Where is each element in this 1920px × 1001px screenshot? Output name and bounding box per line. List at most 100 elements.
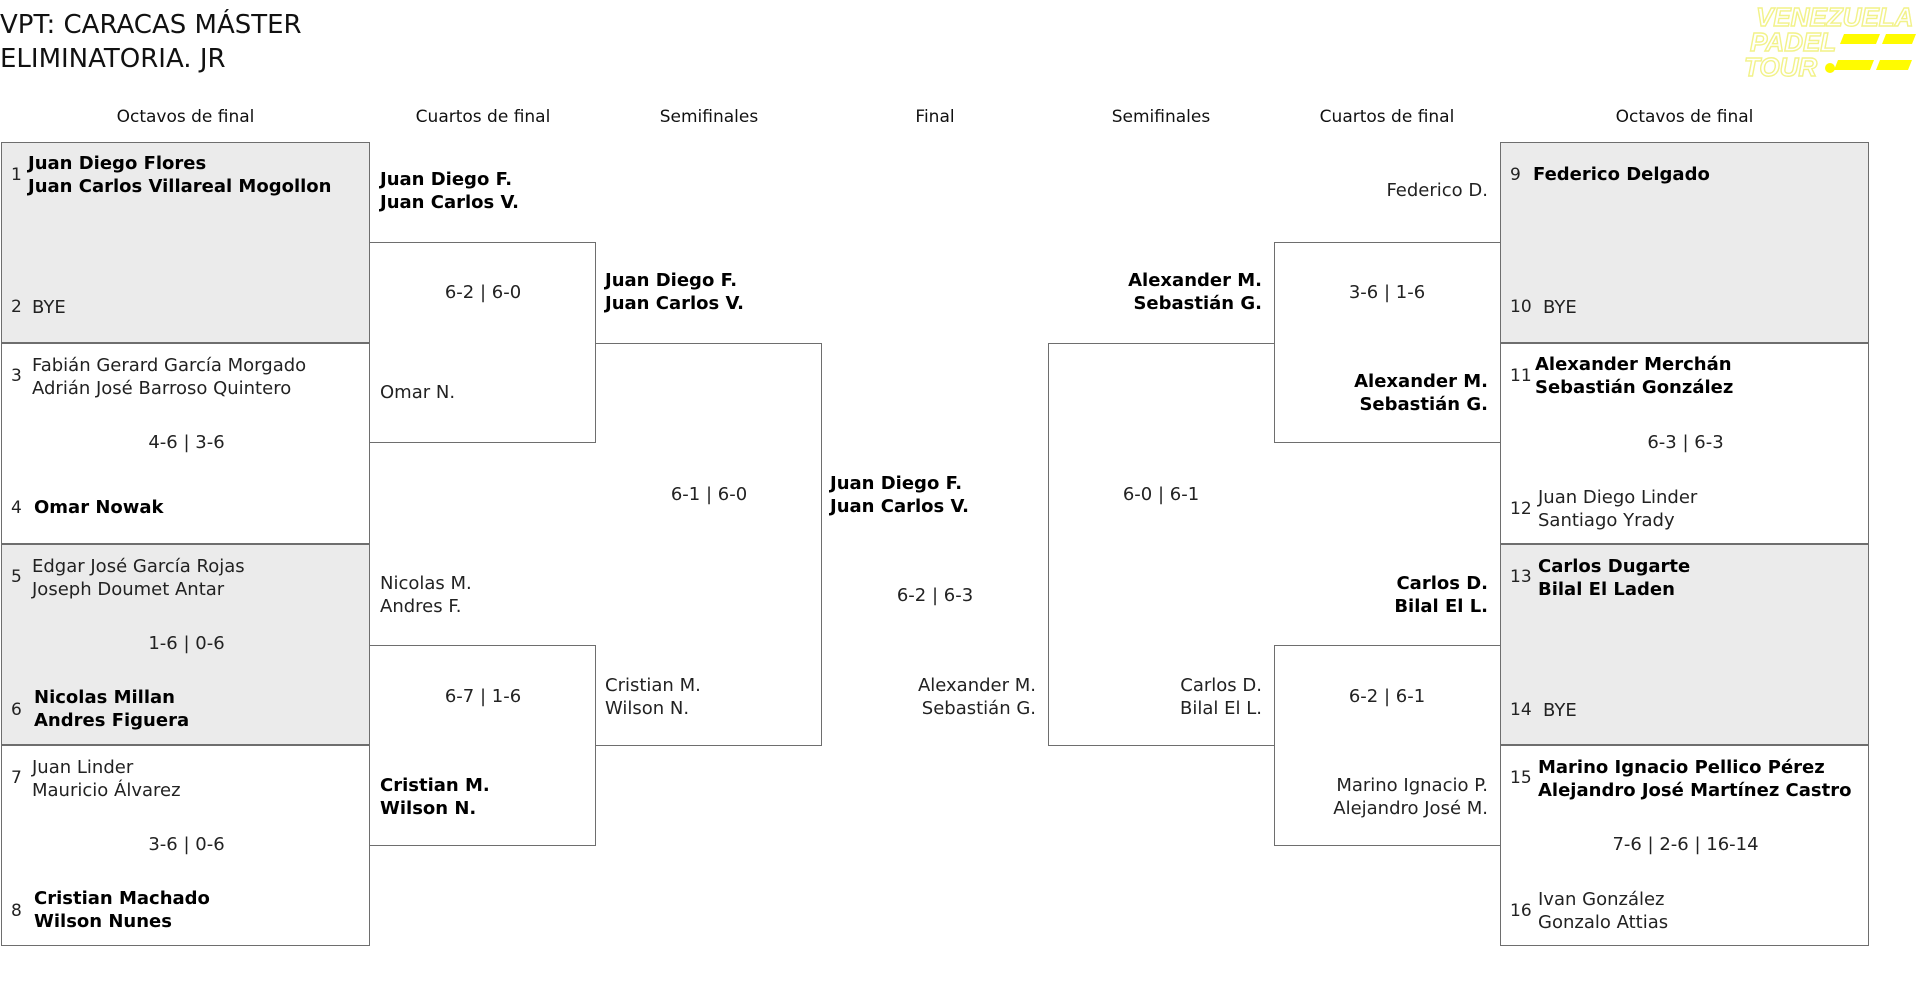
match-score: 6-3 | 6-3: [1647, 432, 1724, 453]
seed: 6: [11, 700, 22, 720]
sf-left-score: 6-1 | 6-0: [670, 484, 748, 505]
team-player-2: Adrián José Barroso Quintero: [32, 378, 292, 399]
header-left-semis: Semifinales: [659, 107, 759, 127]
svg-text:TOUR: TOUR: [1744, 52, 1817, 82]
seed: 8: [11, 901, 22, 921]
sf-right-top-player-2: Sebastián G.: [1133, 293, 1262, 314]
qf-left-2-bottom-player-2: Wilson N.: [380, 798, 477, 819]
qf-right-1-score: 3-6 | 1-6: [1348, 282, 1426, 303]
match-score: 1-6 | 0-6: [148, 633, 225, 654]
qf-right-2-score: 6-2 | 6-1: [1348, 686, 1426, 707]
qf-right-2-top-player-1: Carlos D.: [1396, 573, 1488, 594]
seed: 2: [11, 297, 22, 317]
team-player-2: Gonzalo Attias: [1538, 912, 1669, 933]
header-left-cuartos: Cuartos de final: [415, 107, 551, 127]
sf-right-bottom-player-2: Bilal El L.: [1180, 698, 1262, 719]
title-line-1: VPT: CARACAS MÁSTER: [0, 10, 302, 40]
sf-right-bottom-player-1: Carlos D.: [1180, 675, 1262, 696]
team-player-2: Santiago Yrady: [1538, 510, 1675, 531]
sf-left-bottom-player-2: Wilson N.: [605, 698, 690, 719]
qf-right-2-top-player-2: Bilal El L.: [1394, 596, 1488, 617]
team-player-1: Cristian Machado: [34, 888, 210, 909]
team-player-2: Alejandro José Martínez Castro: [1538, 780, 1852, 801]
team-player-1: BYE: [1543, 700, 1577, 721]
r16-right-match-2: 11 Alexander Merchán Sebastián González …: [1500, 343, 1869, 544]
team-player-2: Joseph Doumet Antar: [32, 579, 225, 600]
team-player-1: Alexander Merchán: [1535, 354, 1732, 375]
team-player-1: Marino Ignacio Pellico Pérez: [1538, 757, 1825, 778]
seed: 7: [11, 768, 22, 788]
qf-right-connector-1: [1274, 242, 1500, 443]
header-left-octavos: Octavos de final: [116, 107, 255, 127]
svg-text:VENEZUELA: VENEZUELA: [1756, 2, 1913, 32]
page-title: VPT: CARACAS MÁSTER ELIMINATORIA. JR: [0, 8, 302, 76]
qf-right-1-top-player-1: Federico D.: [1386, 180, 1488, 201]
qf-left-1-top-player-1: Juan Diego F.: [380, 169, 513, 190]
team-player-2: Wilson Nunes: [34, 911, 172, 932]
team-player-2: Juan Carlos Villareal Mogollon: [28, 176, 332, 197]
qf-left-connector-1: [370, 242, 596, 443]
team-player-2: Bilal El Laden: [1538, 579, 1675, 600]
title-line-2: ELIMINATORIA. JR: [0, 44, 226, 74]
qf-right-2-bottom-player-1: Marino Ignacio P.: [1336, 775, 1488, 796]
r16-right-match-1: 9 Federico Delgado 10 BYE: [1500, 142, 1869, 343]
team-player-2: Andres Figuera: [34, 710, 190, 731]
header-right-semis: Semifinales: [1111, 107, 1211, 127]
qf-left-2-top-player-2: Andres F.: [380, 596, 462, 617]
seed: 13: [1510, 567, 1532, 587]
team-player-1: Nicolas Millan: [34, 687, 175, 708]
qf-right-connector-2: [1274, 645, 1500, 846]
seed: 11: [1510, 366, 1532, 386]
team-player-1: Juan Diego Linder: [1538, 487, 1698, 508]
r16-left-match-4: 7 Juan Linder Mauricio Álvarez 3-6 | 0-6…: [1, 745, 370, 946]
qf-right-2-bottom-player-2: Alejandro José M.: [1333, 798, 1488, 819]
match-score: 3-6 | 0-6: [148, 834, 225, 855]
qf-left-2-bottom-player-1: Cristian M.: [380, 775, 490, 796]
seed: 16: [1510, 901, 1532, 921]
header-right-cuartos: Cuartos de final: [1319, 107, 1455, 127]
qf-left-1-bottom-player-1: Omar N.: [380, 382, 456, 403]
team-player-1: Edgar José García Rojas: [32, 556, 245, 577]
sf-right-connector: [1048, 343, 1274, 746]
sf-left-top-player-1: Juan Diego F.: [605, 270, 738, 291]
qf-left-connector-2: [370, 645, 596, 846]
qf-left-2-top-player-1: Nicolas M.: [380, 573, 472, 594]
team-player-2: Sebastián González: [1535, 377, 1734, 398]
sf-right-score: 6-0 | 6-1: [1122, 484, 1200, 505]
final-top-player-2: Juan Carlos V.: [830, 496, 969, 517]
seed: 14: [1510, 700, 1532, 720]
svg-text:PADEL: PADEL: [1750, 27, 1836, 57]
header-right-octavos: Octavos de final: [1615, 107, 1754, 127]
qf-right-1-bottom-player-1: Alexander M.: [1354, 371, 1488, 392]
sf-left-bottom-player-1: Cristian M.: [605, 675, 701, 696]
team-player-1: Carlos Dugarte: [1538, 556, 1691, 577]
match-score: 7-6 | 2-6 | 16-14: [1612, 834, 1759, 855]
qf-left-1-top-player-2: Juan Carlos V.: [380, 192, 519, 213]
seed: 10: [1510, 297, 1532, 317]
sf-left-connector: [596, 343, 822, 746]
r16-left-match-3: 5 Edgar José García Rojas Joseph Doumet …: [1, 544, 370, 745]
team-player-1: Omar Nowak: [34, 497, 164, 518]
qf-left-2-score: 6-7 | 1-6: [444, 686, 522, 707]
team-player-1: Juan Diego Flores: [28, 153, 207, 174]
qf-left-1-score: 6-2 | 6-0: [444, 282, 522, 303]
sf-right-top-player-1: Alexander M.: [1128, 270, 1262, 291]
seed: 3: [11, 366, 22, 386]
match-score: 4-6 | 3-6: [148, 432, 225, 453]
sf-left-top-player-2: Juan Carlos V.: [605, 293, 744, 314]
final-bottom-player-1: Alexander M.: [917, 675, 1036, 696]
team-player-1: BYE: [32, 297, 66, 318]
final-score: 6-2 | 6-3: [896, 585, 974, 606]
r16-right-match-3: 13 Carlos Dugarte Bilal El Laden 14 BYE: [1500, 544, 1869, 745]
team-player-1: Juan Linder: [32, 757, 134, 778]
seed: 15: [1510, 768, 1532, 788]
final-bottom-player-2: Sebastián G.: [921, 698, 1036, 719]
seed: 5: [11, 567, 22, 587]
team-player-1: Ivan González: [1538, 889, 1665, 910]
team-player-1: Fabián Gerard García Morgado: [32, 355, 307, 376]
seed: 12: [1510, 499, 1532, 519]
seed: 4: [11, 498, 22, 518]
team-player-2: Mauricio Álvarez: [32, 780, 181, 801]
seed: 1: [11, 165, 22, 185]
r16-left-match-1: 1 Juan Diego Flores Juan Carlos Villarea…: [1, 142, 370, 343]
